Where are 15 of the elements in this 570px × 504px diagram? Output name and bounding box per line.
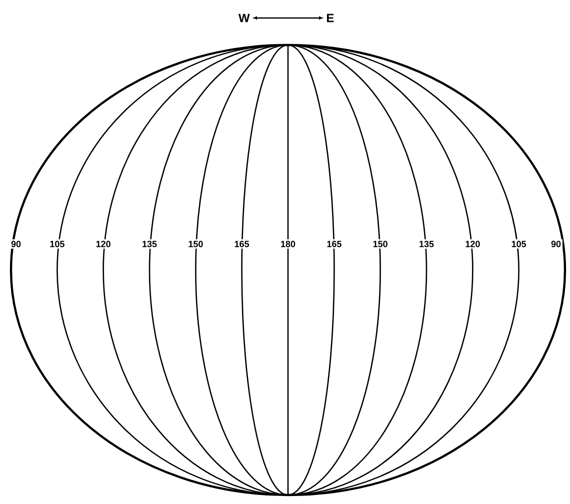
longitude-label: 90 bbox=[11, 240, 21, 248]
direction-letter: W bbox=[238, 14, 250, 22]
longitude-label: 165 bbox=[234, 240, 250, 248]
longitude-label: 180 bbox=[281, 240, 296, 248]
longitude-label: 105 bbox=[50, 240, 64, 248]
longitude-label: 165 bbox=[327, 240, 342, 248]
longitude-label: 135 bbox=[420, 240, 434, 248]
direction-letter: E bbox=[327, 14, 334, 22]
longitude-label: 150 bbox=[188, 240, 203, 248]
longitude-label: 135 bbox=[142, 240, 157, 248]
longitude-label: 90 bbox=[551, 240, 561, 248]
longitude-label: 105 bbox=[512, 240, 526, 248]
longitude-label: 120 bbox=[96, 240, 110, 248]
longitude-label: 120 bbox=[466, 240, 480, 248]
longitude-label: 150 bbox=[373, 240, 388, 248]
